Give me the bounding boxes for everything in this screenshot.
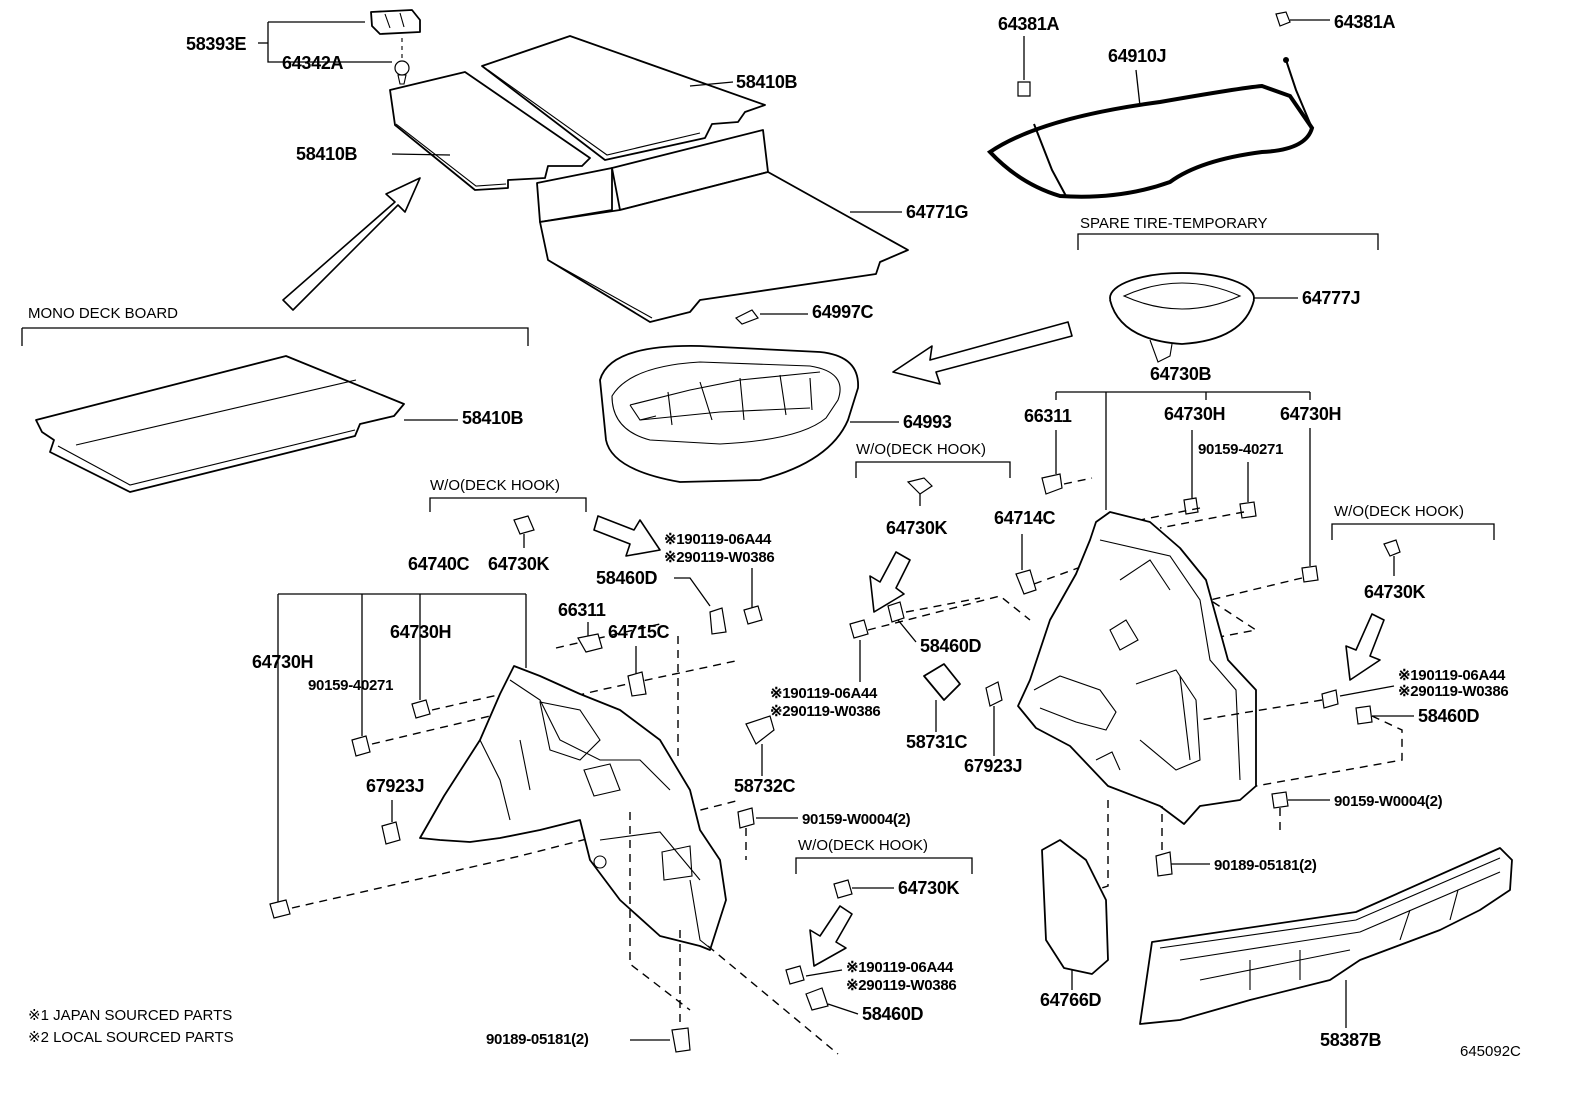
label-64715C: 64715C <box>608 622 670 642</box>
label-58731C: 58731C <box>906 732 968 752</box>
label-58460D-right: 58460D <box>1418 706 1480 726</box>
label-58460D-mid: 58460D <box>920 636 982 656</box>
label-67923J-left: 67923J <box>366 776 424 796</box>
note-japan-sourced: ※1 JAPAN SOURCED PARTS <box>28 1007 232 1024</box>
mid-arrow <box>869 551 911 613</box>
bottom-middle-group: W/O(DECK HOOK) 64730K ※190119-06A44 ※290… <box>785 837 973 1024</box>
label-64342A: 64342A <box>282 53 344 73</box>
label-64730K-left: 64730K <box>488 554 550 574</box>
right-arrow <box>1345 613 1385 681</box>
label-64714C: 64714C <box>994 508 1056 528</box>
label-58410B-left: 58410B <box>296 144 358 164</box>
spare-tire-group: SPARE TIRE-TEMPORARY 64777J <box>1077 215 1379 363</box>
label-64730K-bottom: 64730K <box>898 878 960 898</box>
cable-group: 64381A 64381A 64910J <box>986 11 1396 199</box>
deck-board-group: 58393E 64342A 58410B 58410B 64771G <box>186 9 969 323</box>
label-90159-40271-right: 90159-40271 <box>1198 441 1283 458</box>
label-66311-left: 66311 <box>558 600 606 620</box>
label-64771G: 64771G <box>906 202 968 222</box>
label-58410B-mono: 58410B <box>462 408 524 428</box>
label-90119-06A44-bottom: ※190119-06A44 <box>846 959 954 976</box>
label-64730B: 64730B <box>1150 364 1212 384</box>
left-trim-group: W/O(DECK HOOK) 64740C 64730K 64730H 6473… <box>252 477 911 1055</box>
mono-deck-board-header: MONO DECK BOARD <box>28 305 178 322</box>
label-64730H-left1: 64730H <box>390 622 451 642</box>
label-64766D: 64766D <box>1040 990 1102 1010</box>
notes-group: ※1 JAPAN SOURCED PARTS ※2 LOCAL SOURCED … <box>28 1007 1521 1060</box>
label-64730K-mid: 64730K <box>886 518 948 538</box>
label-58387B: 58387B <box>1320 1030 1382 1050</box>
wo-deck-hook-right-header: W/O(DECK HOOK) <box>1334 503 1464 520</box>
middle-group: W/O(DECK HOOK) 64730K 58460D ※190119-06A… <box>770 441 1031 776</box>
spare-tub-group: 64997C 64993 <box>599 302 1073 483</box>
wo-deck-hook-left-header: W/O(DECK HOOK) <box>430 477 560 494</box>
label-64777J: 64777J <box>1302 288 1360 308</box>
label-64993: 64993 <box>903 412 952 432</box>
label-64381A-left: 64381A <box>998 14 1060 34</box>
label-64381A-right: 64381A <box>1334 12 1396 32</box>
label-64730H-left2: 64730H <box>252 652 313 672</box>
label-90119-06A44-mid: ※190119-06A44 <box>770 685 878 702</box>
label-67923J-right: 67923J <box>964 756 1022 776</box>
label-64997C: 64997C <box>812 302 874 322</box>
label-58393E: 58393E <box>186 34 247 54</box>
bottom-arrow <box>809 905 853 967</box>
label-64730H-right1: 64730H <box>1164 404 1225 424</box>
left-arrow <box>593 515 661 557</box>
right-trim-group: 64730B 66311 64730H 64730H 90159-40271 6… <box>994 364 1513 1050</box>
label-58410B-top: 58410B <box>736 72 798 92</box>
label-90119-W0386-left: ※290119-W0386 <box>664 549 774 566</box>
label-90159-40271-left: 90159-40271 <box>308 677 393 694</box>
wo-deck-hook-bottom-header: W/O(DECK HOOK) <box>798 837 928 854</box>
label-90119-06A44-left: ※190119-06A44 <box>664 531 772 548</box>
label-64740C: 64740C <box>408 554 470 574</box>
assembly-arrow <box>282 177 421 311</box>
tub-arrow <box>892 321 1073 385</box>
label-90159-W0004-right: 90159-W0004(2) <box>1334 793 1443 810</box>
label-58732C: 58732C <box>734 776 796 796</box>
label-90119-W0386-right: ※290119-W0386 <box>1398 683 1508 700</box>
label-64910J: 64910J <box>1108 46 1166 66</box>
label-58460D-bottom: 58460D <box>862 1004 924 1024</box>
label-66311-right: 66311 <box>1024 406 1072 426</box>
label-64730K-right: 64730K <box>1364 582 1426 602</box>
wo-deck-hook-mid-header: W/O(DECK HOOK) <box>856 441 986 458</box>
label-90159-W0004-left: 90159-W0004(2) <box>802 811 911 828</box>
label-90189-05181-right: 90189-05181(2) <box>1214 857 1317 874</box>
spare-tire-header: SPARE TIRE-TEMPORARY <box>1080 215 1268 232</box>
mono-deck-board-group: MONO DECK BOARD 58410B <box>21 305 529 493</box>
label-90119-W0386-mid: ※290119-W0386 <box>770 703 880 720</box>
label-58460D-left: 58460D <box>596 568 658 588</box>
label-90119-W0386-bottom: ※290119-W0386 <box>846 977 956 994</box>
label-64730H-right2: 64730H <box>1280 404 1341 424</box>
note-local-sourced: ※2 LOCAL SOURCED PARTS <box>28 1029 234 1046</box>
label-90189-05181-left: 90189-05181(2) <box>486 1031 589 1048</box>
label-90119-06A44-right: ※190119-06A44 <box>1398 667 1506 684</box>
diagram-code: 645092C <box>1460 1043 1521 1060</box>
